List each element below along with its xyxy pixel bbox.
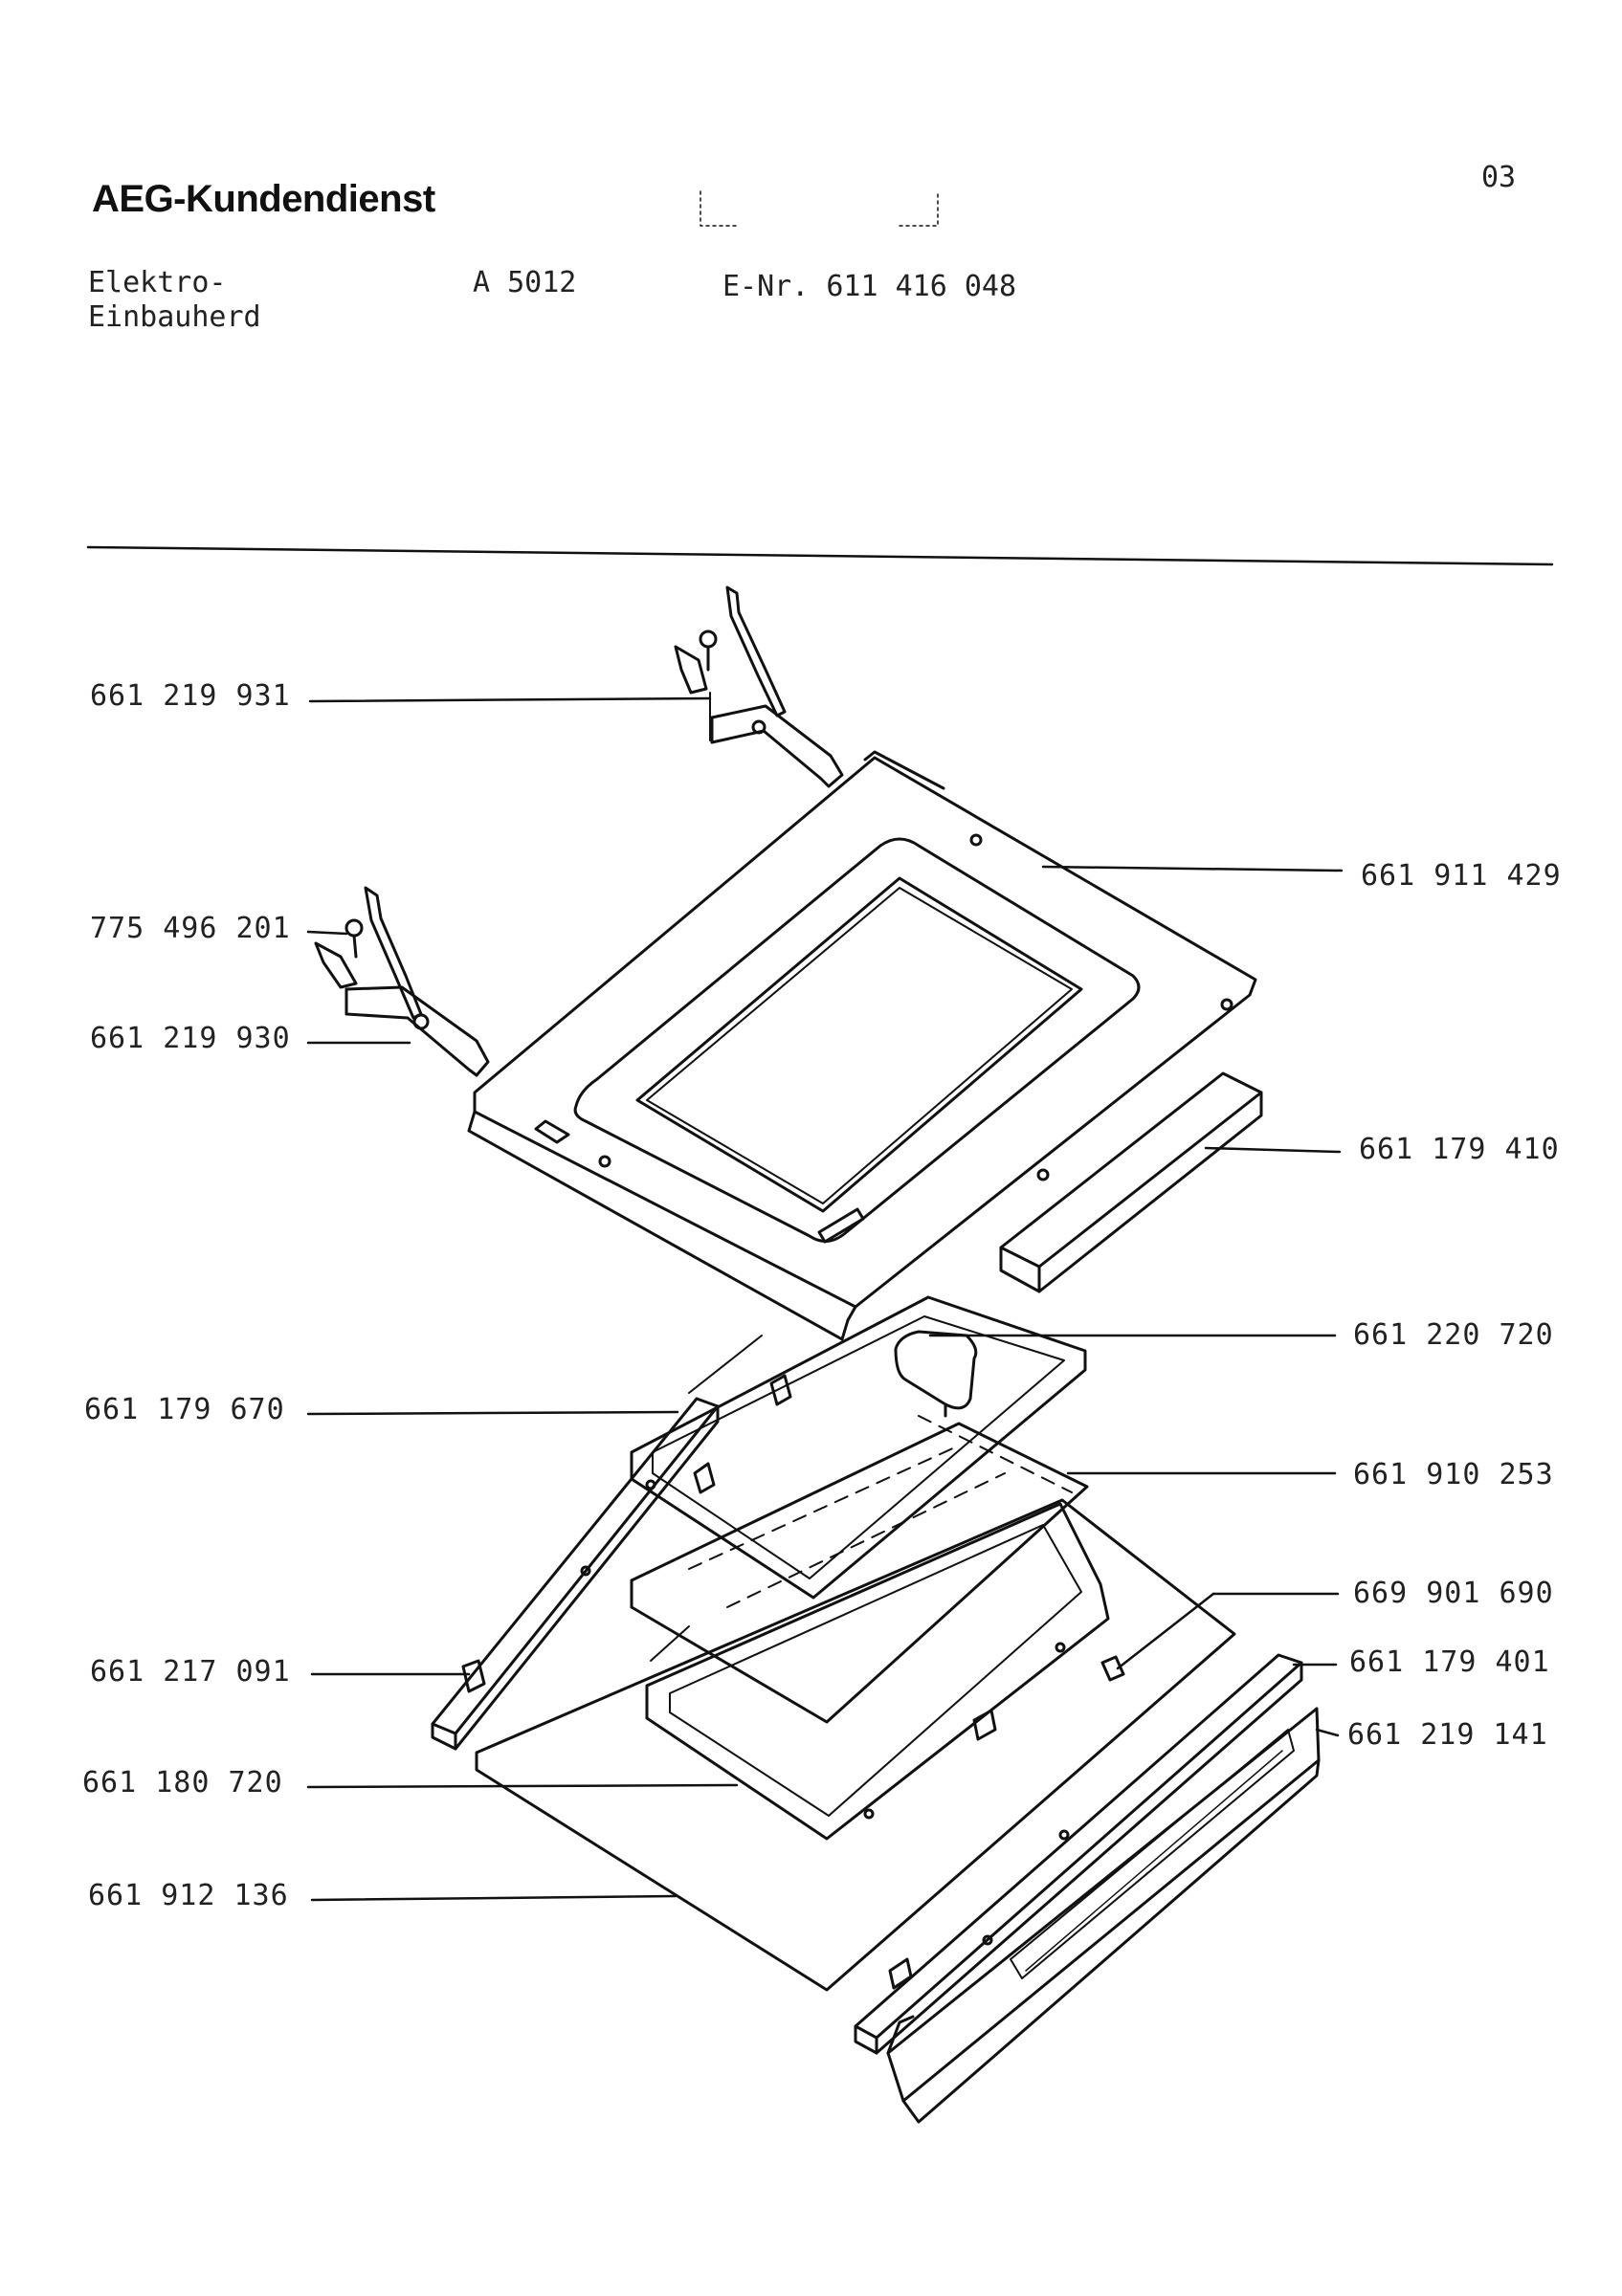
product-line-1: Elektro- [88,266,227,299]
retaining-clip [1100,1655,1125,1682]
trim-strip-upper [854,1653,1303,2055]
hinge-right [674,585,844,788]
insulation-strip [999,1071,1263,1293]
page-number: 03 [1481,161,1517,194]
trim-strip-lower [886,1707,1321,2124]
part-label-775-496-201: 775 496 201 [90,912,291,945]
part-label-661-219-141: 661 219 141 [1347,1718,1548,1752]
side-rail [431,1397,720,1751]
brand-title: AEG-Kundendienst [92,178,435,220]
model-number: A 5012 [473,266,577,299]
inner-frame [630,1295,1087,1600]
part-label-661-219-931: 661 219 931 [90,679,291,713]
header-divider [86,545,1554,566]
part-label-661-220-720: 661 220 720 [1353,1318,1554,1352]
part-label-661-219-930: 661 219 930 [90,1022,291,1055]
inner-panel [475,1498,1236,1992]
part-label-661-911-429: 661 911 429 [1361,859,1562,893]
part-label-661-179-401: 661 179 401 [1349,1645,1550,1679]
part-label-661-912-136: 661 912 136 [88,1879,289,1912]
door-outer-frame [467,750,1257,1341]
part-label-661-179-410: 661 179 410 [1359,1133,1560,1166]
inner-door-frame [645,1502,1110,1841]
part-label-661-910-253: 661 910 253 [1353,1458,1554,1491]
part-label-669-901-690: 669 901 690 [1353,1577,1554,1610]
stamp-corners [700,190,939,227]
part-label-661-179-670: 661 179 670 [84,1393,285,1426]
hinge-left [314,886,490,1077]
glass-pane [630,1415,1089,1724]
part-label-661-180-720: 661 180 720 [82,1766,283,1799]
product-line-2: Einbauherd [88,300,261,334]
leader-lines [306,696,1344,1902]
e-number: E-Nr. 611 416 048 [722,270,1017,303]
part-label-661-217-091: 661 217 091 [90,1655,291,1689]
